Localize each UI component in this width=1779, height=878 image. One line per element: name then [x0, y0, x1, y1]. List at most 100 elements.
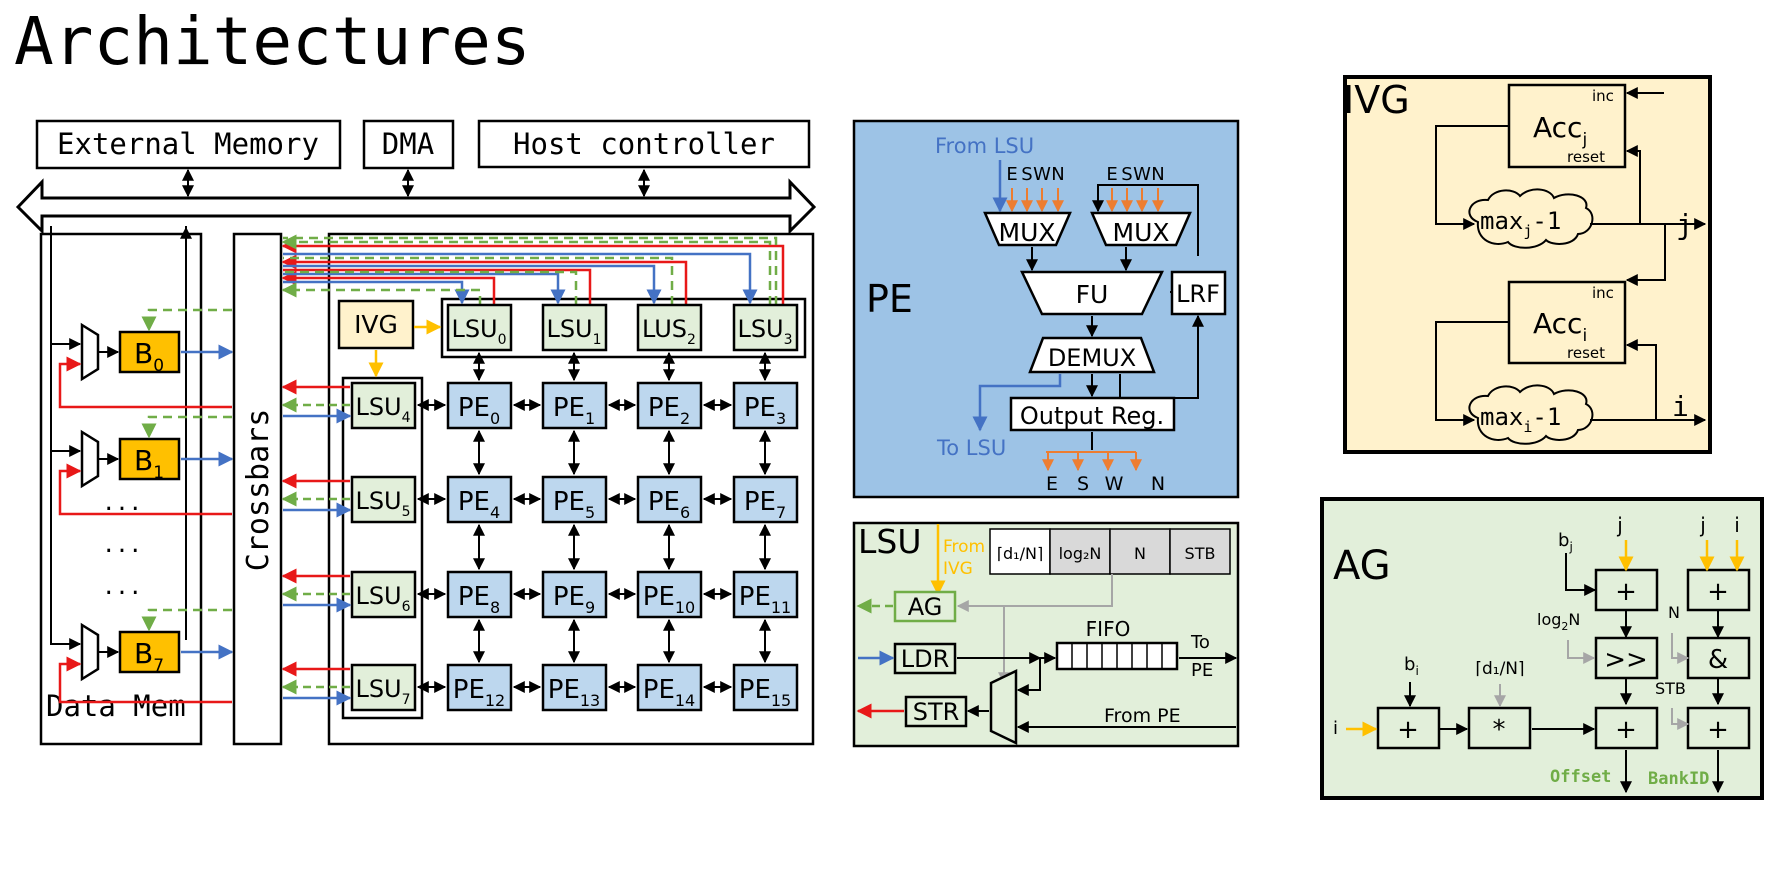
- lsu-field-0: [989, 528, 1051, 575]
- pe-9: [541, 570, 608, 619]
- pe-in-dir-1-1: S: [1121, 164, 1132, 185]
- pe-out-dir-3: N: [1151, 473, 1165, 495]
- external-memory-label: External Memory: [57, 127, 319, 161]
- pe-in-dir-0-3: N: [1051, 164, 1064, 185]
- pe-label-0-sub: 0: [490, 409, 500, 428]
- output-reg: [1009, 396, 1176, 432]
- lsu-top-label-0: LSU0: [451, 315, 506, 348]
- d1n-label: ⌈d₁/N⌉: [1475, 659, 1524, 679]
- pe-label-8-sub: 8: [490, 598, 500, 617]
- output-reg-label: Output Reg.: [1020, 402, 1164, 430]
- pe-label-1: PE1: [553, 393, 595, 428]
- acc-j-reset: reset: [1567, 148, 1605, 166]
- ivg-unit-label: IVG: [354, 310, 398, 339]
- lsu-top-label-0-base: LSU: [451, 315, 497, 343]
- lsu-side-3: [350, 663, 417, 712]
- bank-label-0-sub: 0: [153, 356, 164, 376]
- ellipsis-1: ...: [102, 491, 142, 516]
- lsu-mux: [989, 669, 1018, 745]
- pe-out-dir-2: W: [1105, 473, 1124, 495]
- lsu-top-label-3: LSU3: [737, 315, 792, 348]
- pe-10: [636, 570, 703, 619]
- pe-label-7: PE7: [744, 487, 786, 522]
- lsu-top-2: [636, 303, 703, 352]
- lsu-side-label-0-sub: 4: [402, 410, 411, 426]
- bank-label-0: B0: [134, 337, 164, 376]
- bank-label-2-sub: 7: [153, 656, 164, 676]
- lsu-side-label-1-base: LSU: [355, 487, 401, 515]
- acc-j-inc: inc: [1592, 87, 1614, 105]
- overview-section: External Memory DMA Host controller Data…: [15, 119, 817, 746]
- pe-11: [732, 570, 799, 619]
- acc-i-inc: inc: [1592, 284, 1614, 302]
- ag-add-offset: [1594, 706, 1659, 750]
- ag-add-j: [1594, 568, 1659, 612]
- pe-label-7-sub: 7: [776, 503, 786, 522]
- ag-panel-title: AG: [1333, 543, 1391, 589]
- pe-label-15-base: PE: [739, 675, 771, 705]
- lsu-top-label-0-sub: 0: [498, 332, 507, 348]
- pe-label-3: PE3: [744, 393, 786, 428]
- pe-label-15-sub: 15: [771, 691, 791, 710]
- pe-label-13: PE13: [548, 675, 600, 710]
- pe-panel-title: PE: [866, 277, 913, 321]
- host-controller-box: [477, 119, 811, 169]
- bank-red-in-2: [58, 656, 232, 704]
- stb-label: STB: [1655, 679, 1686, 698]
- pe-label-5: PE5: [553, 487, 595, 522]
- lsu-top-label-2-base: LUS: [642, 315, 687, 343]
- lsu-top-1: [541, 303, 608, 352]
- from-ivg-line2: IVG: [943, 559, 973, 579]
- pe-15: [732, 663, 799, 712]
- ag-add-j-label: +: [1615, 577, 1637, 607]
- pe-label-5-base: PE: [553, 487, 585, 517]
- pe-label-10-base: PE: [643, 582, 675, 612]
- bank-label-2: B7: [134, 637, 164, 676]
- crossbars-box: [232, 232, 283, 746]
- lsu-top-label-2: LUS2: [642, 315, 696, 348]
- str-label: STR: [913, 698, 960, 726]
- bank-green-dashed-2: [141, 608, 232, 632]
- ivg-unit: [337, 299, 415, 350]
- bi-label: bi: [1404, 654, 1419, 678]
- lsu-side-label-3-base: LSU: [355, 675, 401, 703]
- top-lsu-group: [440, 297, 807, 359]
- lsu-top-label-1-base: LSU: [546, 315, 592, 343]
- lsu-side-label-2-sub: 6: [402, 599, 411, 615]
- lsu-top-label-1-sub: 1: [593, 332, 602, 348]
- mux-right-label: MUX: [1113, 218, 1170, 247]
- pe-label-3-sub: 3: [776, 409, 786, 428]
- lsu-side-label-2-base: LSU: [355, 582, 401, 610]
- max-j-label: maxj-1: [1480, 207, 1561, 240]
- bank-label-0-base: B: [134, 337, 153, 370]
- ag-mul: [1467, 706, 1532, 750]
- str-unit: [904, 695, 968, 728]
- pe-label-5-sub: 5: [585, 503, 595, 522]
- j-in-2: j: [1699, 513, 1706, 537]
- offset-label: Offset: [1550, 767, 1611, 787]
- pe-label-4-sub: 4: [490, 503, 500, 522]
- out-j-label: j: [1676, 208, 1693, 241]
- dma-label: DMA: [382, 127, 434, 161]
- lsu-field-label-3: STB: [1185, 544, 1216, 563]
- ellipsis-2: ...: [102, 533, 142, 558]
- pe-label-9: PE9: [553, 582, 595, 617]
- bank-mux-2: [80, 622, 100, 682]
- lsu-top-label-1: LSU1: [546, 315, 601, 348]
- lsu-field-label-2: N: [1134, 544, 1146, 563]
- ag-unit: [893, 590, 957, 623]
- demux-unit: [1028, 336, 1156, 374]
- pe-6: [636, 475, 703, 524]
- pe-14: [636, 663, 703, 712]
- lsu-field-3: [1169, 528, 1231, 575]
- acc-i-label: Acci: [1533, 307, 1587, 346]
- pe-label-15: PE15: [739, 675, 791, 710]
- ag-shift-label: >>: [1604, 645, 1648, 675]
- acc-i-unit: [1507, 280, 1627, 365]
- mux-left: [983, 211, 1072, 247]
- bank-mux-1: [80, 429, 100, 489]
- to-lsu-label: To LSU: [936, 436, 1006, 460]
- ag-panel: AG ++>>&+*++ bj j j i log2N N STB bi i ⌈…: [1320, 497, 1764, 800]
